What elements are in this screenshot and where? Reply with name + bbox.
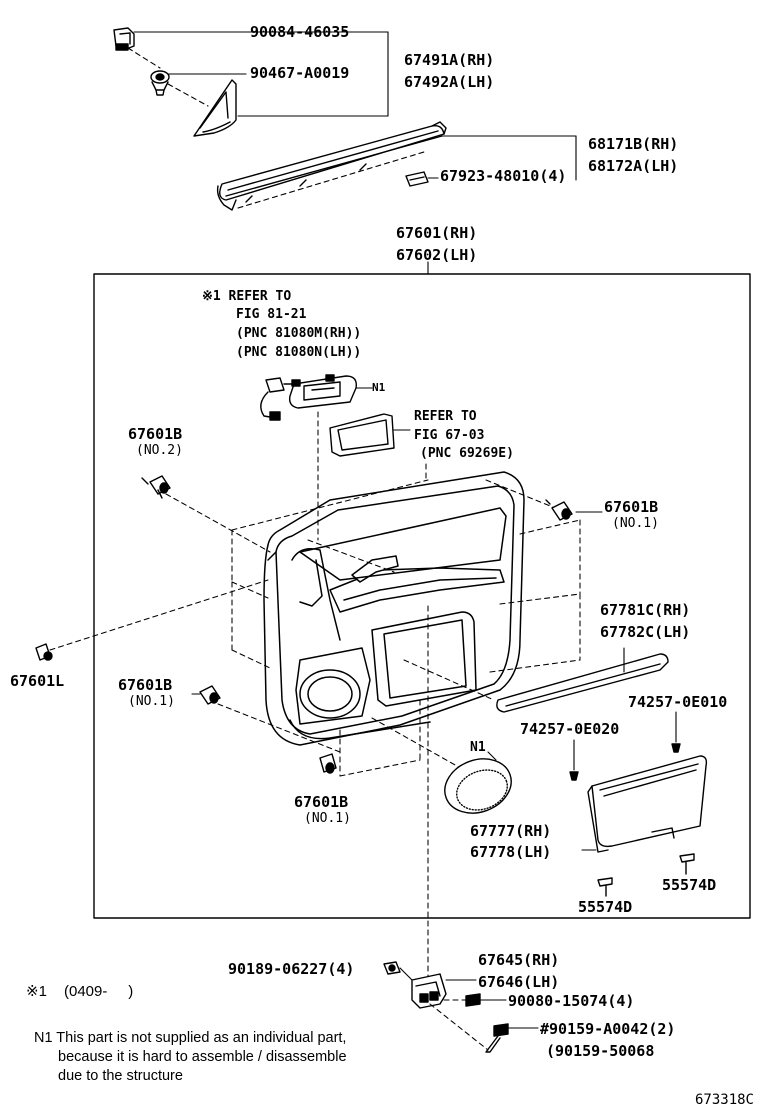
part-number-67601b-bottom: 67601B: [294, 793, 349, 811]
part-number-67601-rh: 67601(RH): [396, 224, 478, 242]
ref2-line1: REFER TO: [414, 409, 477, 424]
screw-74257-0e020-icon: [569, 739, 579, 781]
footnote-date-range: (0409- ): [64, 983, 134, 1000]
assembly-frame: [93, 273, 751, 919]
clip-55574d-right-icon: [679, 853, 695, 875]
ref2-line3: (PNC 69269E): [420, 446, 514, 461]
clip-67601b-right-icon: [545, 499, 573, 521]
corner-garnish-icon: [193, 79, 237, 137]
clip-67601l-icon: [35, 643, 53, 661]
part-number-67645: 67645(RH): [478, 951, 560, 969]
ref1-line3: (PNC 81080M(RH)): [236, 326, 362, 341]
part-number-67777: 67777(RH): [470, 822, 552, 840]
part-number-74257-0e020: 74257-0E020: [520, 720, 620, 738]
part-number-67646: 67646(LH): [478, 973, 560, 991]
part-number-74257-0e010: 74257-0E010: [628, 693, 728, 711]
part-number-90159-a0042: #90159-A0042(2): [540, 1020, 676, 1038]
footnote-n1-line3: due to the structure: [58, 1068, 183, 1084]
part-number-90080: 90080-15074(4): [508, 992, 635, 1010]
clip-90189-icon: [383, 961, 401, 975]
part-number-68172a: 68172A(LH): [588, 157, 679, 175]
ref1-line1: ※1 REFER TO: [202, 289, 292, 304]
part-number-67781c: 67781C(RH): [600, 601, 691, 619]
part-number-67923: 67923-48010(4): [440, 167, 567, 185]
part-number-67601b-right: 67601B: [604, 498, 659, 516]
part-number-90159-50068: (90159-50068: [546, 1042, 655, 1060]
belt-moulding-icon: [216, 121, 447, 211]
part-number-67491a: 67491A(RH): [404, 51, 495, 69]
footnote-n1-line1: N1 This part is not supplied as an indiv…: [34, 1030, 347, 1046]
no2-label: (NO.2): [136, 443, 183, 458]
door-trim-panel-icon: [263, 471, 525, 746]
part-number-67601b-no2: 67601B: [128, 425, 183, 443]
part-number-67782c: 67782C(LH): [600, 623, 691, 641]
footnote-mark: ※1: [26, 983, 47, 1000]
figure-code: 673318C: [694, 1092, 754, 1108]
lower-trim-board-icon: [587, 755, 708, 853]
clip-67923-icon: [405, 171, 429, 187]
part-number-55574d-bottom: 55574D: [578, 898, 633, 916]
part-number-67602-lh: 67602(LH): [396, 246, 478, 264]
part-number-90084: 90084-46035: [250, 23, 350, 41]
clip-67601b-bottom-icon: [319, 753, 337, 774]
part-number-68171b: 68171B(RH): [588, 135, 679, 153]
ref2-line2: FIG 67-03: [414, 428, 485, 443]
no1-bottom-label: (NO.1): [304, 811, 351, 826]
clip-55574d-bottom-icon: [597, 877, 613, 897]
trim-strip-icon: [496, 653, 669, 713]
screw-90159-icon: [485, 1023, 539, 1053]
ref1-line2: FIG 81-21: [236, 307, 307, 322]
part-number-67601l: 67601L: [10, 672, 65, 690]
handle-bezel-icon: [329, 413, 395, 457]
part-number-90189: 90189-06227(4): [228, 960, 355, 978]
part-number-55574d-right: 55574D: [662, 876, 717, 894]
n1-switch-marker: N1: [372, 381, 386, 394]
clip-67601b-no2-icon: [141, 475, 171, 499]
part-number-67601b-left: 67601B: [118, 676, 173, 694]
clip-90467-icon: [150, 70, 170, 96]
ref1-line4: (PNC 81080N(LH)): [236, 345, 362, 360]
clip-90084-icon: [113, 27, 135, 51]
screw-74257-0e010-icon: [671, 711, 681, 753]
wire-harness-icon: [260, 377, 293, 421]
part-number-90467: 90467-A0019: [250, 64, 350, 82]
footnote-n1-line2: because it is hard to assemble / disasse…: [58, 1049, 347, 1065]
n1-grille-marker: N1: [470, 740, 486, 755]
clip-67601b-left-icon: [199, 685, 221, 705]
switch-base-icon: [288, 374, 357, 409]
part-number-67492a: 67492A(LH): [404, 73, 495, 91]
bracket-67645-icon: [411, 973, 447, 1009]
part-number-67778: 67778(LH): [470, 843, 552, 861]
no1-right-label: (NO.1): [612, 516, 659, 531]
speaker-grille-icon: [444, 758, 512, 814]
screw-90080-icon: [465, 993, 507, 1007]
no1-left-label: (NO.1): [128, 694, 175, 709]
